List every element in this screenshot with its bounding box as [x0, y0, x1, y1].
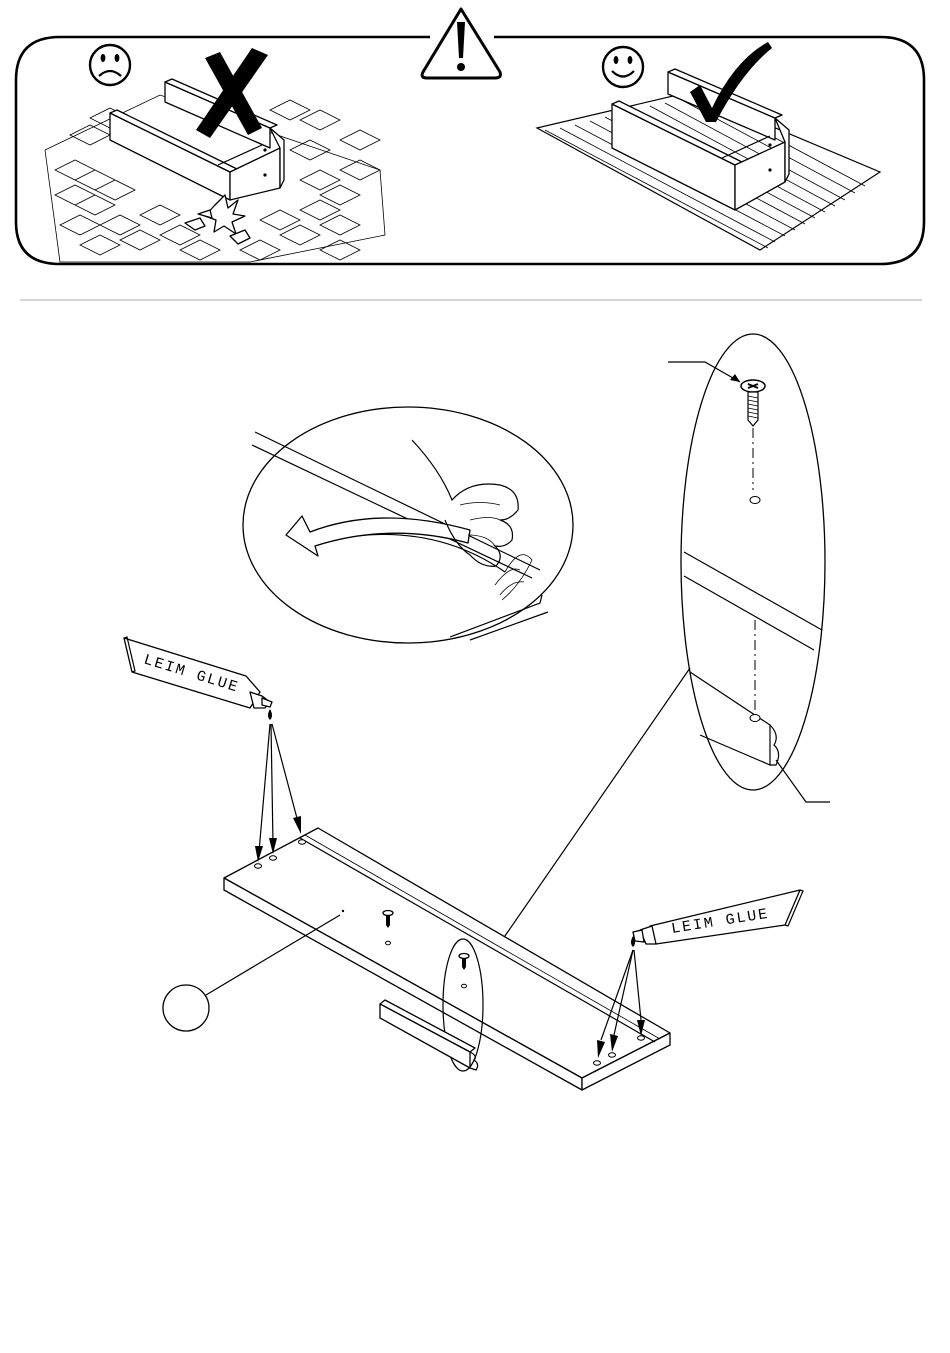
screw-into-rail-detail: [668, 334, 830, 802]
happy-face-icon: [603, 47, 643, 87]
glue-drop-icon: [268, 709, 272, 720]
sad-face-icon: [90, 45, 130, 85]
cabinet-on-hard-floor: [110, 79, 284, 244]
peel-protective-film-detail: [243, 407, 573, 643]
warning-panel: [16, 9, 924, 264]
exclamation-triangle-icon: [422, 9, 500, 78]
broken-pieces: [185, 195, 250, 244]
dowel-hole-icon: [750, 497, 760, 504]
glue-tube-left: LEIM GLUE: [124, 637, 301, 862]
